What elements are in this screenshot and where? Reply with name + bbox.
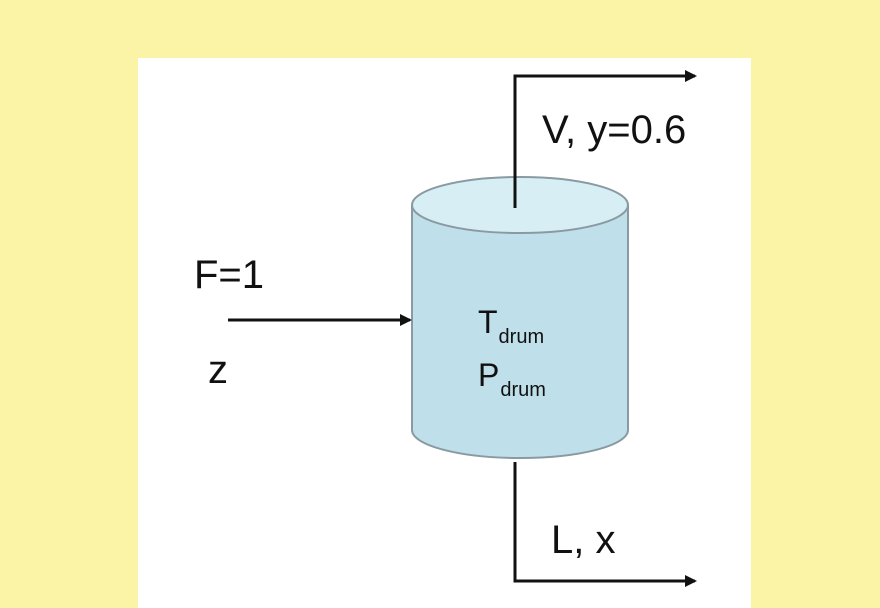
feed-flow-label: F=1 xyxy=(194,253,265,297)
drum-pressure-label: Pdrum xyxy=(478,357,546,400)
drum-top xyxy=(411,176,629,234)
vapor-outlet-arrow xyxy=(513,70,697,208)
feed-composition-label: z xyxy=(208,348,228,392)
drum-temperature-symbol: T xyxy=(478,304,498,340)
drum-pressure-subscript: drum xyxy=(500,379,546,401)
liquid-label: L, x xyxy=(551,518,616,562)
vapor-label: V, y=0.6 xyxy=(542,108,687,152)
drum-pressure-symbol: P xyxy=(478,357,500,393)
liquid-outlet-arrow xyxy=(513,462,697,587)
drum-temperature-subscript: drum xyxy=(498,326,545,348)
drum-temperature-label: Tdrum xyxy=(478,304,544,347)
drum-body xyxy=(411,204,629,459)
